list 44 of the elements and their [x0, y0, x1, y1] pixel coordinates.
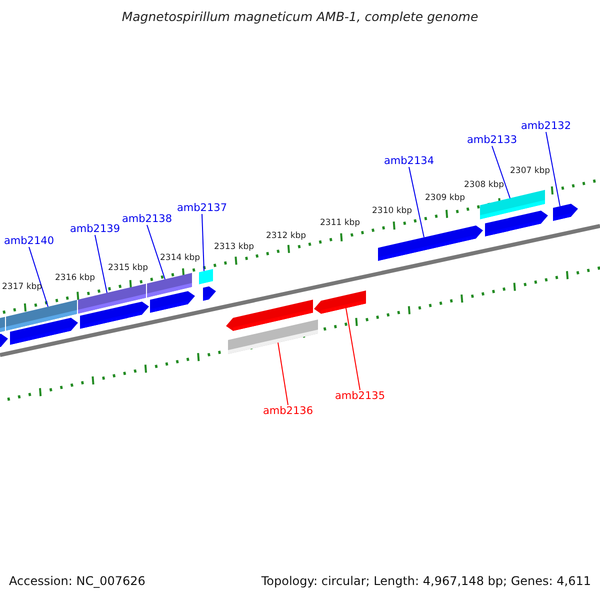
gene-label: amb2140 — [4, 236, 54, 246]
scale-label: 2313 kbp — [214, 243, 254, 252]
gene-feature — [553, 204, 578, 221]
gene-feature — [10, 318, 78, 345]
gene-label: amb2138 — [122, 214, 172, 224]
gene-bar — [228, 320, 318, 354]
leader-line — [202, 214, 204, 272]
gene-feature — [314, 290, 366, 314]
footer-text: Accession: NC_007626 — [9, 575, 146, 587]
scale-label: 2315 kbp — [108, 264, 148, 272]
leader-line — [94, 234, 108, 294]
gene-label: amb2134 — [384, 156, 434, 166]
gene-bar — [0, 316, 5, 334]
leader-line — [546, 132, 560, 207]
gene-feature — [378, 225, 483, 261]
gene-feature — [0, 334, 8, 348]
scale-label: 2317 kbp — [2, 283, 42, 292]
chart-title: Magnetospirillum magneticum AMB-1, complete genome — [120, 11, 480, 24]
scale-label: 2308 kbp — [464, 181, 504, 190]
gene-feature — [150, 291, 195, 313]
gene-label: amb2136 — [262, 406, 314, 416]
scale-label: 2310 kbp — [372, 207, 412, 216]
gene-label: amb2132 — [520, 120, 572, 132]
leader-line — [28, 246, 48, 308]
leader-line — [278, 342, 288, 406]
gene-label: amb2137 — [176, 202, 228, 214]
scale-label: 2314 kbp — [160, 254, 200, 262]
gene-feature — [80, 302, 149, 329]
scale-label: 2309 kbp — [425, 194, 466, 202]
gene-label: amb2139 — [70, 224, 120, 234]
scale-label: 2307 kbp — [510, 167, 550, 176]
scale-label: 2316 kbp — [55, 274, 96, 282]
leader-line — [346, 308, 360, 390]
gene-label: amb2135 — [334, 390, 386, 402]
leader-line — [408, 166, 424, 238]
leader-line — [492, 146, 510, 199]
gene-bar — [199, 268, 213, 284]
gene-feature — [485, 210, 548, 236]
gene-label: amb2133 — [466, 134, 518, 146]
footer-text: Topology: circular; Length: 4,967,148 bp; Genes: 4,611 — [261, 575, 591, 587]
gene-feature — [203, 286, 216, 301]
leader-line — [146, 224, 166, 280]
scale-label: 2312 kbp — [266, 232, 306, 240]
scale-label: 2311 kbp — [320, 219, 360, 228]
